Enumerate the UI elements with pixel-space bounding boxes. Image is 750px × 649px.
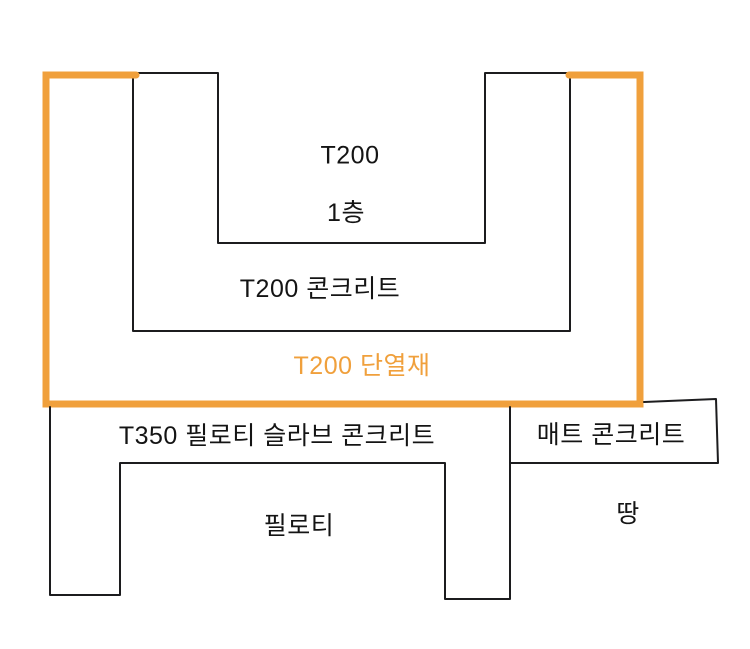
- label-t200: T200: [320, 141, 380, 170]
- label-first-floor: 1층: [327, 199, 365, 227]
- label-t200-insulation: T200 단열재: [293, 352, 431, 380]
- mat-concrete-outline: [509, 398, 719, 464]
- upper-concrete-outline: [132, 72, 571, 332]
- label-mat-concrete: 매트 콘크리트: [536, 421, 686, 449]
- label-ground: 땅: [616, 500, 640, 528]
- label-t350-piloti-slab-concrete: T350 필로티 슬라브 콘크리트: [118, 422, 436, 450]
- slab-and-piers-outline: [49, 406, 511, 600]
- insulation-outline: [42, 71, 644, 408]
- label-piloti: 필로티: [263, 512, 335, 540]
- label-t200-concrete: T200 콘크리트: [239, 275, 401, 303]
